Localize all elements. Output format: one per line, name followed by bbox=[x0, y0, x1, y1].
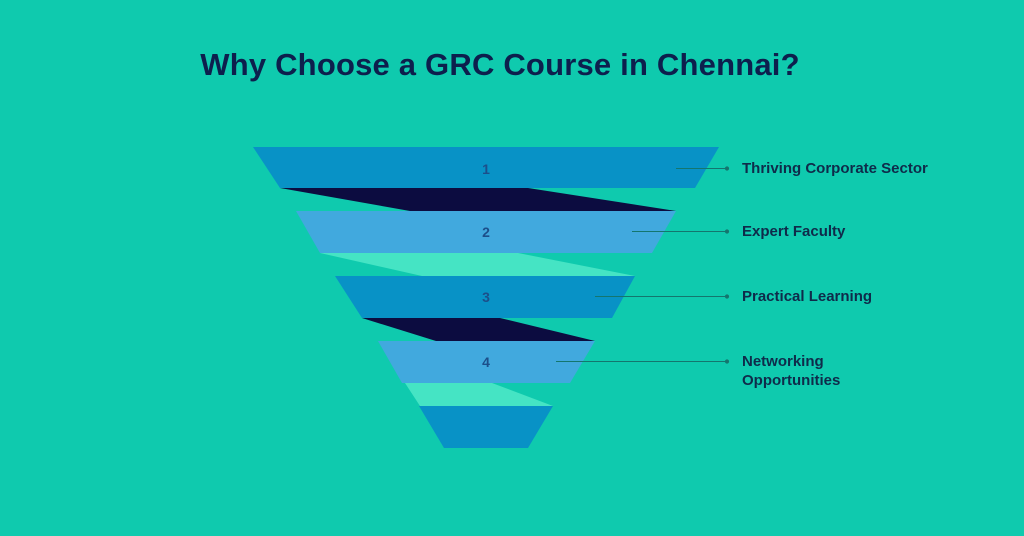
funnel-number-1: 1 bbox=[482, 161, 490, 177]
funnel-band-1 bbox=[253, 147, 719, 188]
funnel-number-2: 2 bbox=[482, 224, 490, 240]
funnel-label-2: Expert Faculty bbox=[742, 223, 846, 240]
funnel-band-2 bbox=[296, 211, 676, 253]
leader-dot-3 bbox=[724, 294, 730, 299]
funnel-label-4: Networking Opportunities bbox=[742, 352, 840, 390]
leader-dot-1 bbox=[724, 166, 730, 171]
leader-dot-2 bbox=[724, 229, 730, 234]
funnel-connector-3 bbox=[362, 318, 595, 341]
funnel-label-3: Practical Learning bbox=[742, 288, 873, 305]
leader-dot-4 bbox=[724, 359, 730, 364]
funnel-band-5 bbox=[419, 406, 553, 448]
funnel-connector-4 bbox=[405, 383, 553, 406]
funnel-connector-2 bbox=[320, 253, 635, 276]
funnel-number-3: 3 bbox=[482, 289, 490, 305]
funnel-label-1: Thriving Corporate Sector bbox=[742, 160, 928, 177]
funnel-band-3 bbox=[335, 276, 635, 318]
funnel-label-4-line-2: Opportunities bbox=[742, 372, 841, 389]
funnel-label-4-line-1: Networking bbox=[742, 353, 824, 370]
page-title: Why Choose a GRC Course in Chennai? bbox=[200, 47, 800, 82]
funnel-number-4: 4 bbox=[482, 354, 490, 370]
funnel-connector-1 bbox=[280, 188, 676, 211]
funnel-band-4 bbox=[378, 341, 595, 383]
